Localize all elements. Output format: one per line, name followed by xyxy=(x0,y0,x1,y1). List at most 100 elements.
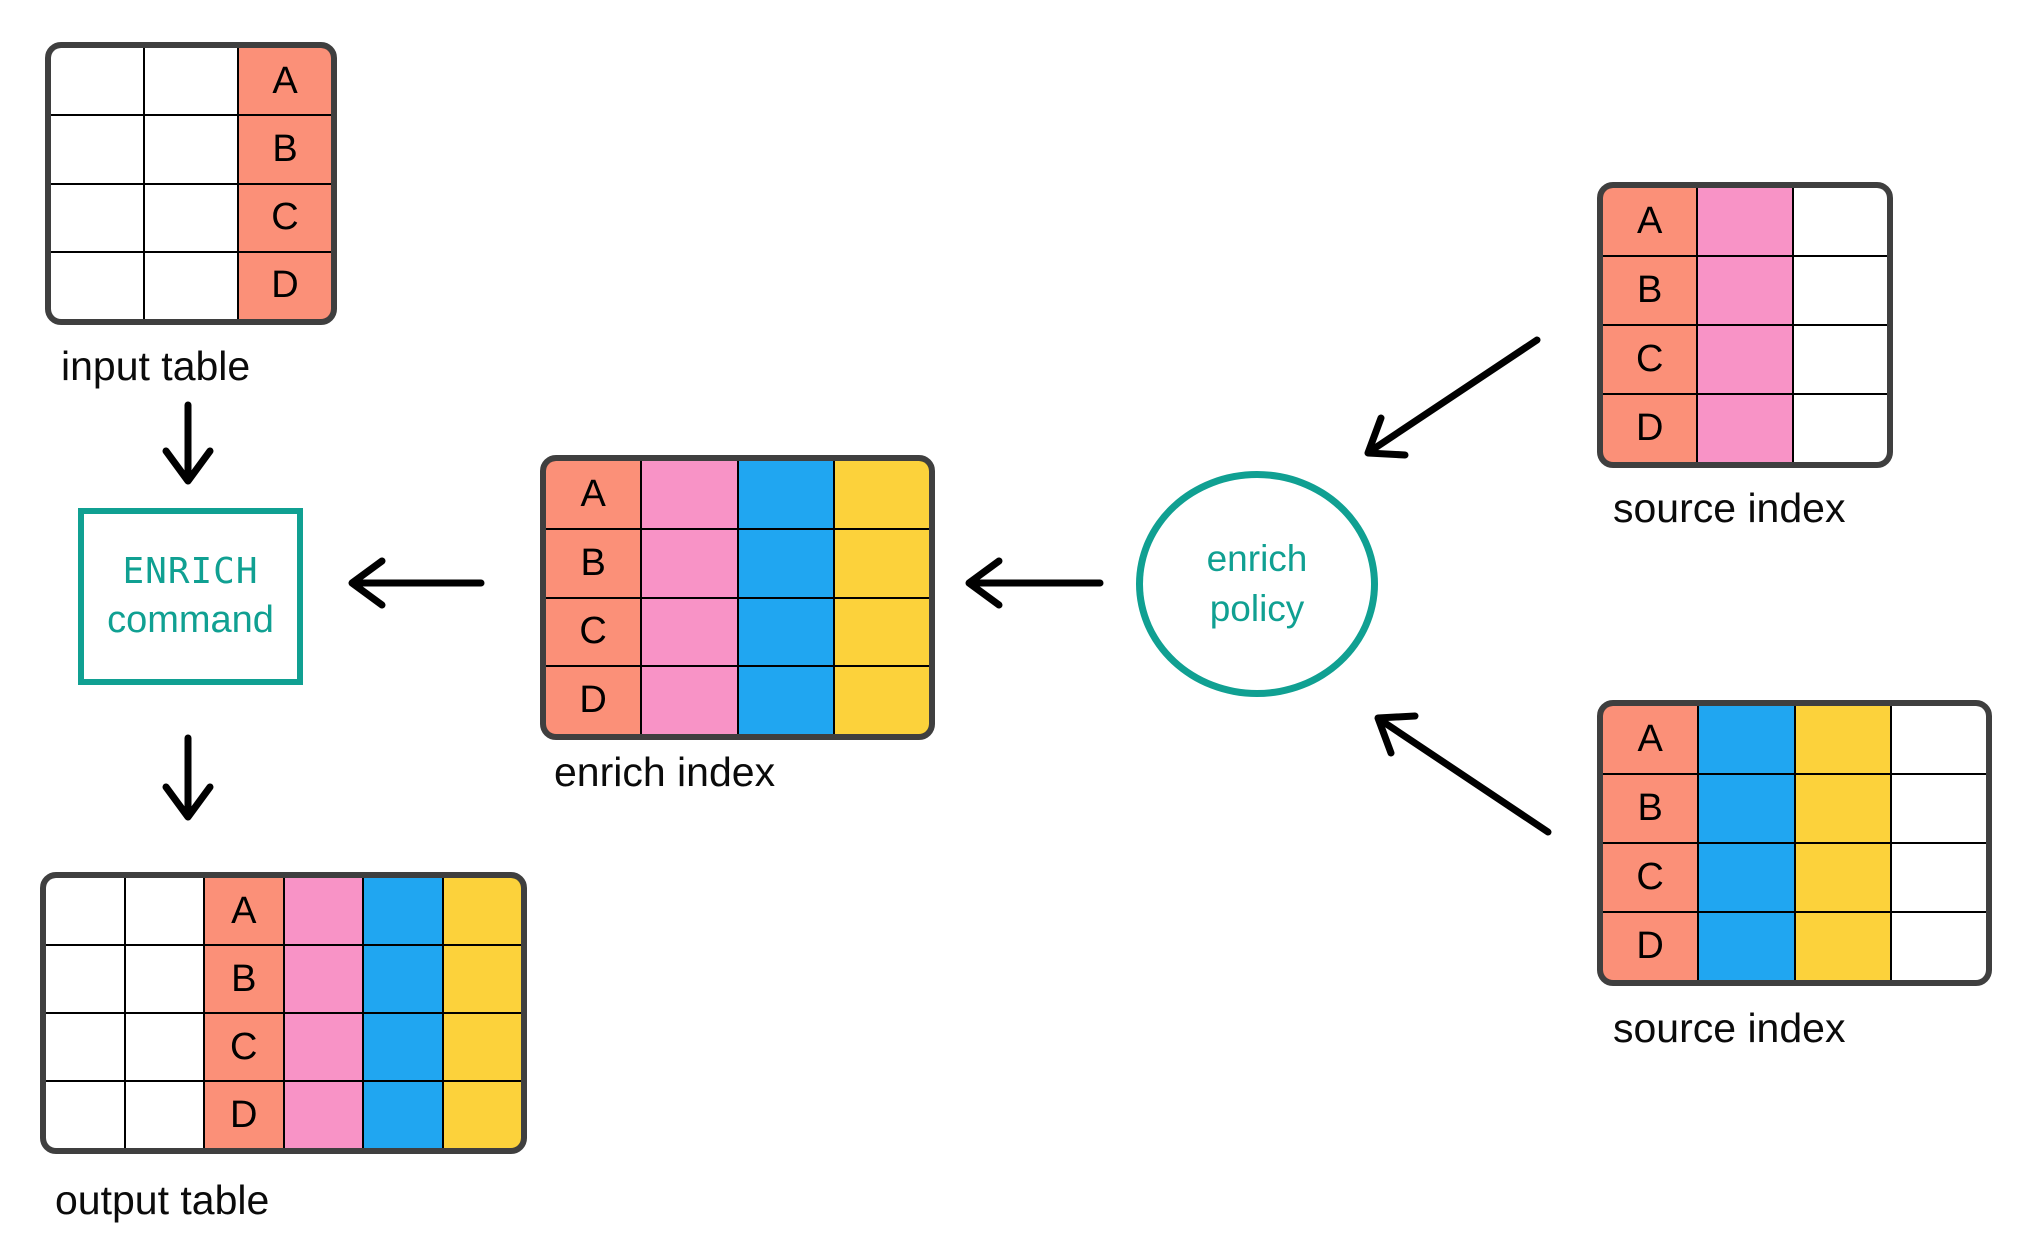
output-table-label: output table xyxy=(55,1177,270,1223)
table-cell xyxy=(443,1082,521,1148)
arrowhead-icon xyxy=(162,783,214,821)
table-cell xyxy=(1891,913,1986,980)
arrow-line xyxy=(1378,717,1552,836)
table-cell xyxy=(642,667,737,734)
enrich-index-label: enrich index xyxy=(554,749,776,795)
table-cell xyxy=(1795,706,1890,773)
table-cell xyxy=(1795,844,1890,911)
arrow-line xyxy=(1368,336,1541,454)
table-cell xyxy=(1795,775,1890,842)
arrow-enrich-index-to-command xyxy=(348,557,485,609)
table-cell xyxy=(1699,913,1794,980)
arrow-command-to-output xyxy=(162,734,214,821)
table-cell xyxy=(46,1082,124,1148)
table-cell xyxy=(1699,844,1794,911)
table-cell xyxy=(642,529,737,597)
table-cell xyxy=(284,946,362,1012)
arrowhead-icon xyxy=(1364,414,1409,459)
table-cell xyxy=(125,1014,203,1080)
table-cell xyxy=(46,1014,124,1080)
table-cell xyxy=(364,878,442,944)
table-cell xyxy=(834,667,929,734)
table-cell xyxy=(738,529,833,597)
table-cell-key: A xyxy=(239,48,331,115)
table-cell-key: A xyxy=(546,461,641,528)
table-cell xyxy=(145,116,237,183)
table-cell xyxy=(125,878,203,944)
table-cell xyxy=(51,116,143,183)
table-cell xyxy=(443,946,521,1012)
table-cell xyxy=(1793,326,1887,393)
table-cell xyxy=(51,252,143,319)
arrowhead-icon xyxy=(1374,712,1419,757)
table-cell-key: C xyxy=(205,1014,283,1080)
table-cell xyxy=(364,946,442,1012)
table-cell-key: C xyxy=(1603,844,1698,911)
table-cell xyxy=(1699,775,1794,842)
table-cell xyxy=(1698,326,1792,393)
arrowhead-icon xyxy=(965,557,1003,609)
table-cell xyxy=(51,48,143,115)
table-cell xyxy=(1891,844,1986,911)
arrow-policy-to-enrich-index xyxy=(965,557,1104,609)
source-index-bottom-label: source index xyxy=(1613,1005,1846,1051)
table-cell-key: C xyxy=(239,184,331,251)
table-cell xyxy=(284,1014,362,1080)
table-cell-key: B xyxy=(546,529,641,597)
arrowhead-icon xyxy=(162,447,214,485)
table-cell xyxy=(834,461,929,528)
enrich-command-keyword: ENRICH xyxy=(122,550,259,592)
arrow-source-top-to-policy xyxy=(1364,336,1541,459)
table-cell xyxy=(1793,395,1887,462)
table-cell xyxy=(145,48,237,115)
enrich-policy-word2: policy xyxy=(1209,588,1305,629)
table-cell-key: A xyxy=(1603,706,1698,773)
table-cell xyxy=(125,1082,203,1148)
table-cell xyxy=(145,252,237,319)
table-cell xyxy=(642,461,737,528)
table-cell-key: D xyxy=(239,252,331,319)
table-cell xyxy=(1698,188,1792,255)
table-cell xyxy=(51,184,143,251)
table-cell-key: B xyxy=(205,946,283,1012)
enrich-policy-word1: enrich xyxy=(1206,538,1308,580)
table-cell xyxy=(738,461,833,528)
table-cell xyxy=(1891,775,1986,842)
arrow-input-to-command xyxy=(162,401,214,485)
table-cell-key: D xyxy=(1603,395,1697,462)
table-cell xyxy=(738,598,833,666)
table-cell xyxy=(364,1082,442,1148)
table-cell xyxy=(145,184,237,251)
table-cell xyxy=(284,878,362,944)
arrowhead-icon xyxy=(348,557,386,609)
table-cell xyxy=(1795,913,1890,980)
table-cell xyxy=(834,598,929,666)
table-cell xyxy=(738,667,833,734)
table-cell xyxy=(1891,706,1986,773)
table-cell-key: A xyxy=(205,878,283,944)
table-cell xyxy=(642,598,737,666)
table-cell xyxy=(46,946,124,1012)
input-table-label: input table xyxy=(61,343,251,389)
table-cell-key: D xyxy=(1603,913,1698,980)
table-cell xyxy=(1698,395,1792,462)
source-index-top-label: source index xyxy=(1613,485,1846,531)
table-cell xyxy=(443,1014,521,1080)
table-cell xyxy=(443,878,521,944)
table-cell xyxy=(125,946,203,1012)
table-cell xyxy=(1793,188,1887,255)
table-cell-key: B xyxy=(1603,775,1698,842)
table-cell-key: B xyxy=(239,116,331,183)
table-cell-key: B xyxy=(1603,257,1697,324)
enrich-policy-node: enrich policy xyxy=(1136,471,1378,697)
enrich-command-node: ENRICH command xyxy=(78,508,303,685)
table-cell xyxy=(1698,257,1792,324)
table-cell xyxy=(284,1082,362,1148)
table-cell xyxy=(364,1014,442,1080)
